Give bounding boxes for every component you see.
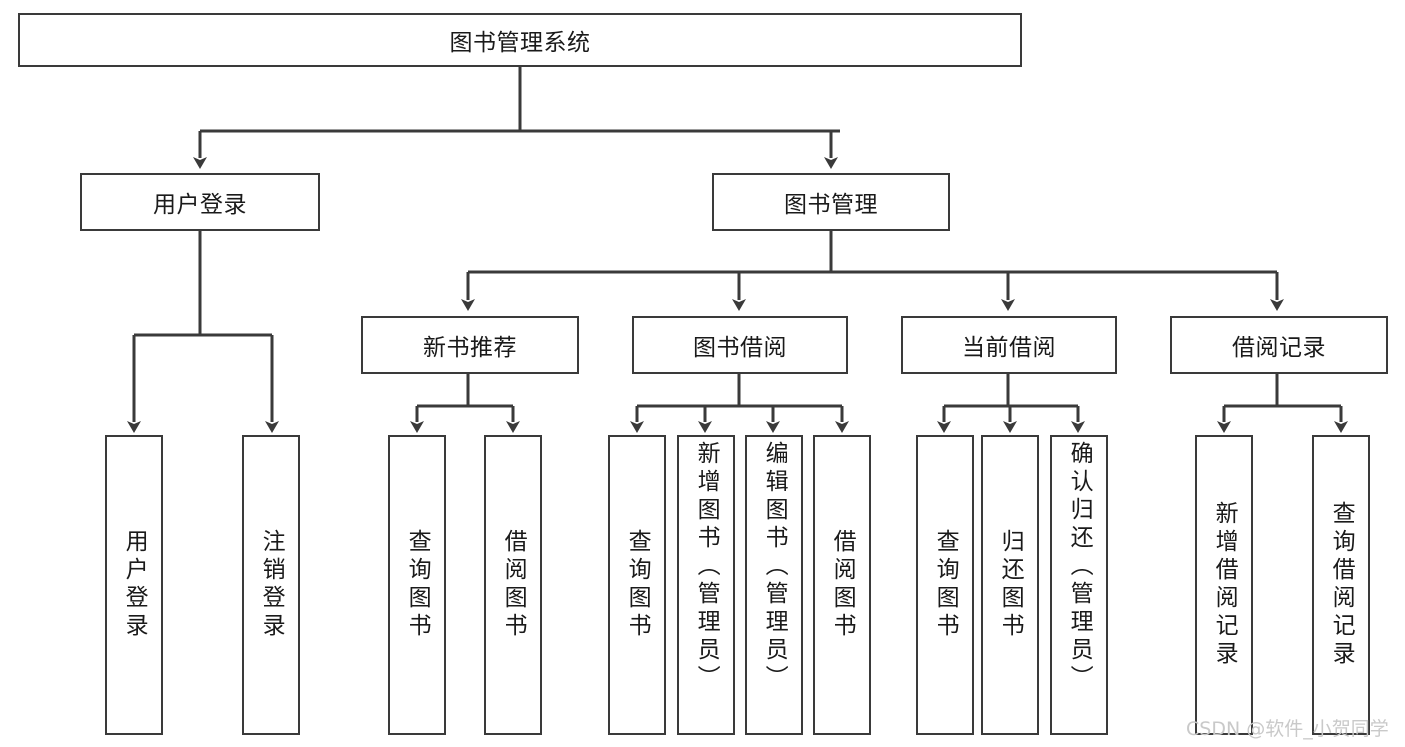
- node-leaf-query-book-3[interactable]: 查询图书: [916, 435, 974, 735]
- node-leaf-add-book-label: 新增图书（管理员）: [693, 441, 720, 693]
- node-leaf-query-book-3-label: 查询图书: [932, 529, 959, 641]
- node-leaf-query-record-label: 查询借阅记录: [1328, 501, 1355, 669]
- node-book-borrow-label: 图书借阅: [693, 335, 787, 361]
- node-leaf-edit-book-label: 编辑图书（管理员）: [761, 441, 788, 693]
- node-leaf-confirm-return-label: 确认归还（管理员）: [1066, 441, 1093, 693]
- node-leaf-edit-book[interactable]: 编辑图书（管理员）: [745, 435, 803, 735]
- watermark-text: CSDN @软件_小贺同学: [1186, 718, 1389, 740]
- node-book-borrow[interactable]: 图书借阅: [632, 316, 848, 374]
- node-user-login[interactable]: 用户登录: [80, 173, 320, 231]
- node-leaf-return-book-label: 归还图书: [997, 529, 1024, 641]
- node-leaf-add-record[interactable]: 新增借阅记录: [1195, 435, 1253, 735]
- node-book-management[interactable]: 图书管理: [712, 173, 950, 231]
- node-user-login-label: 用户登录: [153, 192, 247, 218]
- node-leaf-user-login-label: 用户登录: [121, 529, 148, 641]
- node-leaf-borrow-book-1[interactable]: 借阅图书: [484, 435, 542, 735]
- node-root[interactable]: 图书管理系统: [18, 13, 1022, 67]
- node-new-book-recommend[interactable]: 新书推荐: [361, 316, 579, 374]
- node-new-book-recommend-label: 新书推荐: [423, 335, 517, 361]
- node-leaf-query-record[interactable]: 查询借阅记录: [1312, 435, 1370, 735]
- node-leaf-add-book[interactable]: 新增图书（管理员）: [677, 435, 735, 735]
- node-leaf-query-book-1[interactable]: 查询图书: [388, 435, 446, 735]
- node-leaf-query-book-2-label: 查询图书: [624, 529, 651, 641]
- node-book-management-label: 图书管理: [784, 192, 878, 218]
- node-leaf-borrow-book-2-label: 借阅图书: [829, 529, 856, 641]
- node-leaf-add-record-label: 新增借阅记录: [1211, 501, 1238, 669]
- node-leaf-return-book[interactable]: 归还图书: [981, 435, 1039, 735]
- node-leaf-confirm-return[interactable]: 确认归还（管理员）: [1050, 435, 1108, 735]
- node-current-borrow[interactable]: 当前借阅: [901, 316, 1117, 374]
- node-root-label: 图书管理系统: [449, 30, 591, 56]
- node-leaf-query-book-2[interactable]: 查询图书: [608, 435, 666, 735]
- node-leaf-user-login[interactable]: 用户登录: [105, 435, 163, 735]
- node-leaf-query-book-1-label: 查询图书: [404, 529, 431, 641]
- node-current-borrow-label: 当前借阅: [962, 335, 1056, 361]
- node-leaf-borrow-book-2[interactable]: 借阅图书: [813, 435, 871, 735]
- node-borrow-record-label: 借阅记录: [1232, 335, 1326, 361]
- node-borrow-record[interactable]: 借阅记录: [1170, 316, 1388, 374]
- node-leaf-logout-label: 注销登录: [258, 529, 285, 641]
- node-leaf-logout[interactable]: 注销登录: [242, 435, 300, 735]
- node-leaf-borrow-book-1-label: 借阅图书: [500, 529, 527, 641]
